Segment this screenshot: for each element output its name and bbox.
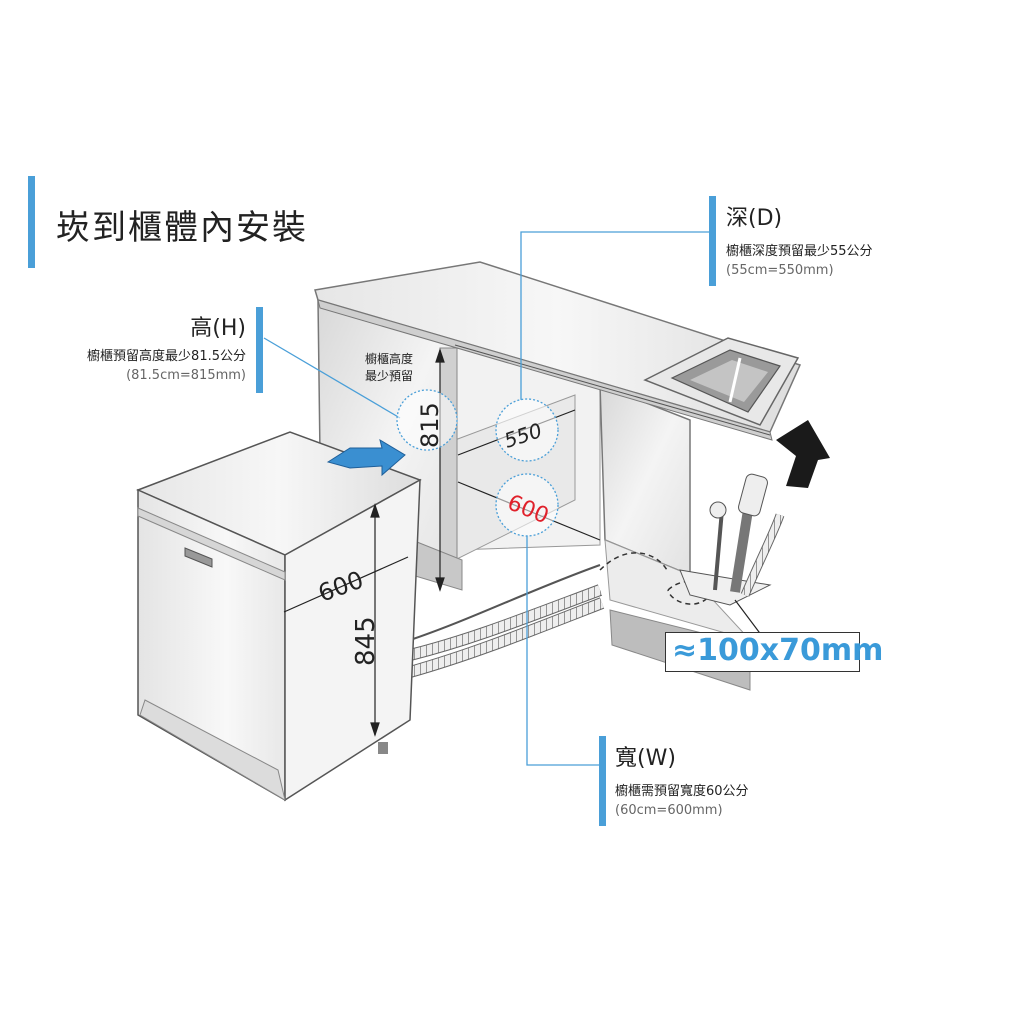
out-arrow-icon	[776, 420, 830, 488]
depth-dim-circle	[495, 398, 559, 462]
depth-heading: 深(D)	[726, 206, 783, 231]
width-line1: 櫥櫃需預留寬度60公分	[615, 784, 749, 799]
height-accent-bar	[256, 307, 263, 393]
height-line2: (81.5cm=815mm)	[126, 368, 246, 383]
opening-size-box	[665, 632, 860, 672]
cabinet-height-note-line2: 最少預留	[365, 369, 413, 383]
title-accent-bar	[28, 176, 35, 268]
width-heading: 寬(W)	[615, 746, 676, 771]
cabinet-height-note-line1: 櫥櫃高度	[365, 351, 413, 366]
cabinet-height-value: 815	[416, 402, 444, 448]
depth-line1: 櫥櫃深度預留最少55公分	[726, 244, 873, 259]
width-dim-circle	[495, 473, 559, 537]
insert-arrow-icon	[326, 438, 406, 477]
page-title: 崁到櫃體內安裝	[56, 208, 308, 248]
sink	[643, 337, 800, 426]
dishwasher	[136, 431, 422, 802]
height-line1: 櫥櫃預留高度最少81.5公分	[87, 349, 246, 364]
opening-size-label: ≈100x70mm	[672, 633, 884, 668]
width-accent-bar	[599, 736, 606, 826]
leader-lines	[263, 231, 709, 766]
utility-outlets	[679, 473, 785, 606]
hoses	[408, 552, 710, 678]
height-dim-circle	[396, 389, 458, 451]
dishwasher-height-value: 845	[351, 616, 381, 666]
height-heading: 高(H)	[190, 316, 246, 341]
width-line2: (60cm=600mm)	[615, 803, 723, 818]
depth-accent-bar	[709, 196, 716, 286]
depth-line2: (55cm=550mm)	[726, 263, 834, 278]
